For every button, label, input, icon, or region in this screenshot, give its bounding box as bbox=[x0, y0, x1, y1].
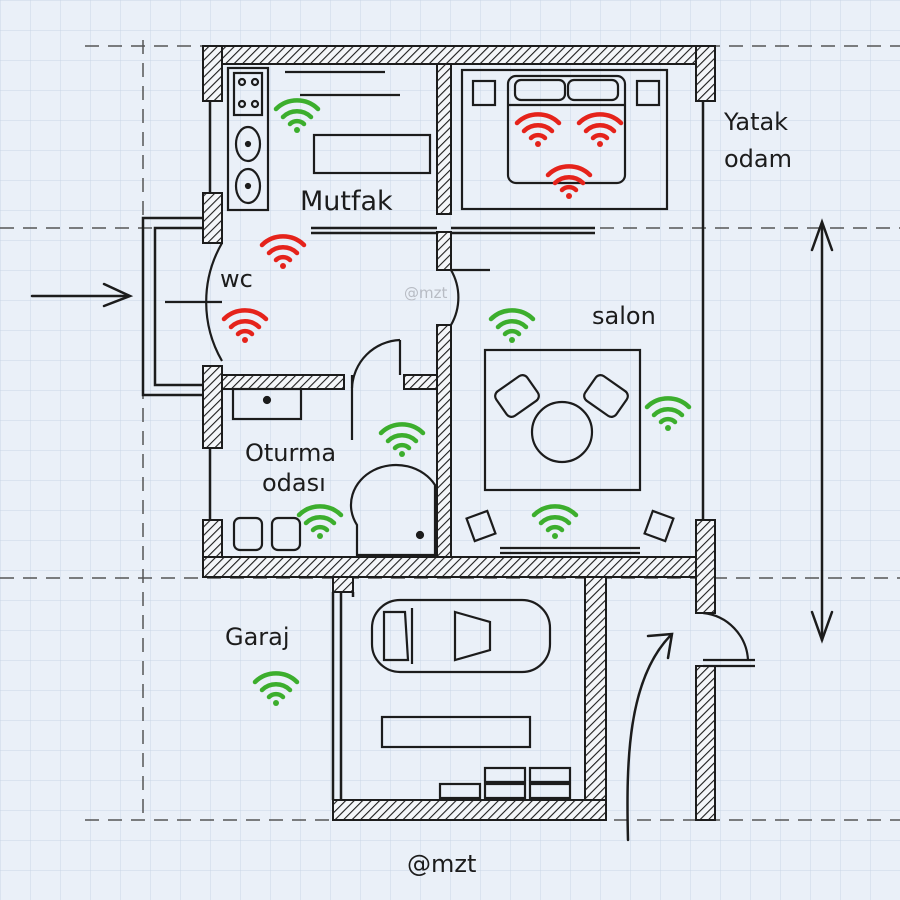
footer-credit: @mzt bbox=[407, 850, 476, 878]
bedroom-furniture bbox=[460, 68, 669, 211]
label-garage: Garaj bbox=[225, 623, 290, 651]
label-sitting-line2: odası bbox=[262, 469, 326, 497]
walls bbox=[202, 45, 716, 821]
sitting-room-fixtures bbox=[231, 387, 437, 557]
thin-walls bbox=[208, 101, 705, 800]
garage-fixtures bbox=[370, 598, 572, 800]
label-living: salon bbox=[592, 302, 656, 330]
double-arrow-icon bbox=[810, 218, 834, 644]
doors bbox=[165, 242, 755, 668]
label-bedroom-line2: odam bbox=[724, 145, 792, 173]
label-kitchen: Mutfak bbox=[300, 186, 393, 217]
curved-arrow-icon bbox=[626, 632, 674, 842]
living-furniture bbox=[465, 348, 675, 555]
label-sitting-line1: Oturma bbox=[245, 439, 336, 467]
label-wc: wc bbox=[220, 265, 253, 293]
label-bedroom-line1: Yatak bbox=[723, 108, 788, 136]
kitchen-fixtures bbox=[226, 66, 432, 212]
entry-porch bbox=[141, 216, 205, 397]
arrow-right-icon bbox=[30, 282, 134, 308]
watermark-text: @mzt bbox=[404, 284, 447, 302]
